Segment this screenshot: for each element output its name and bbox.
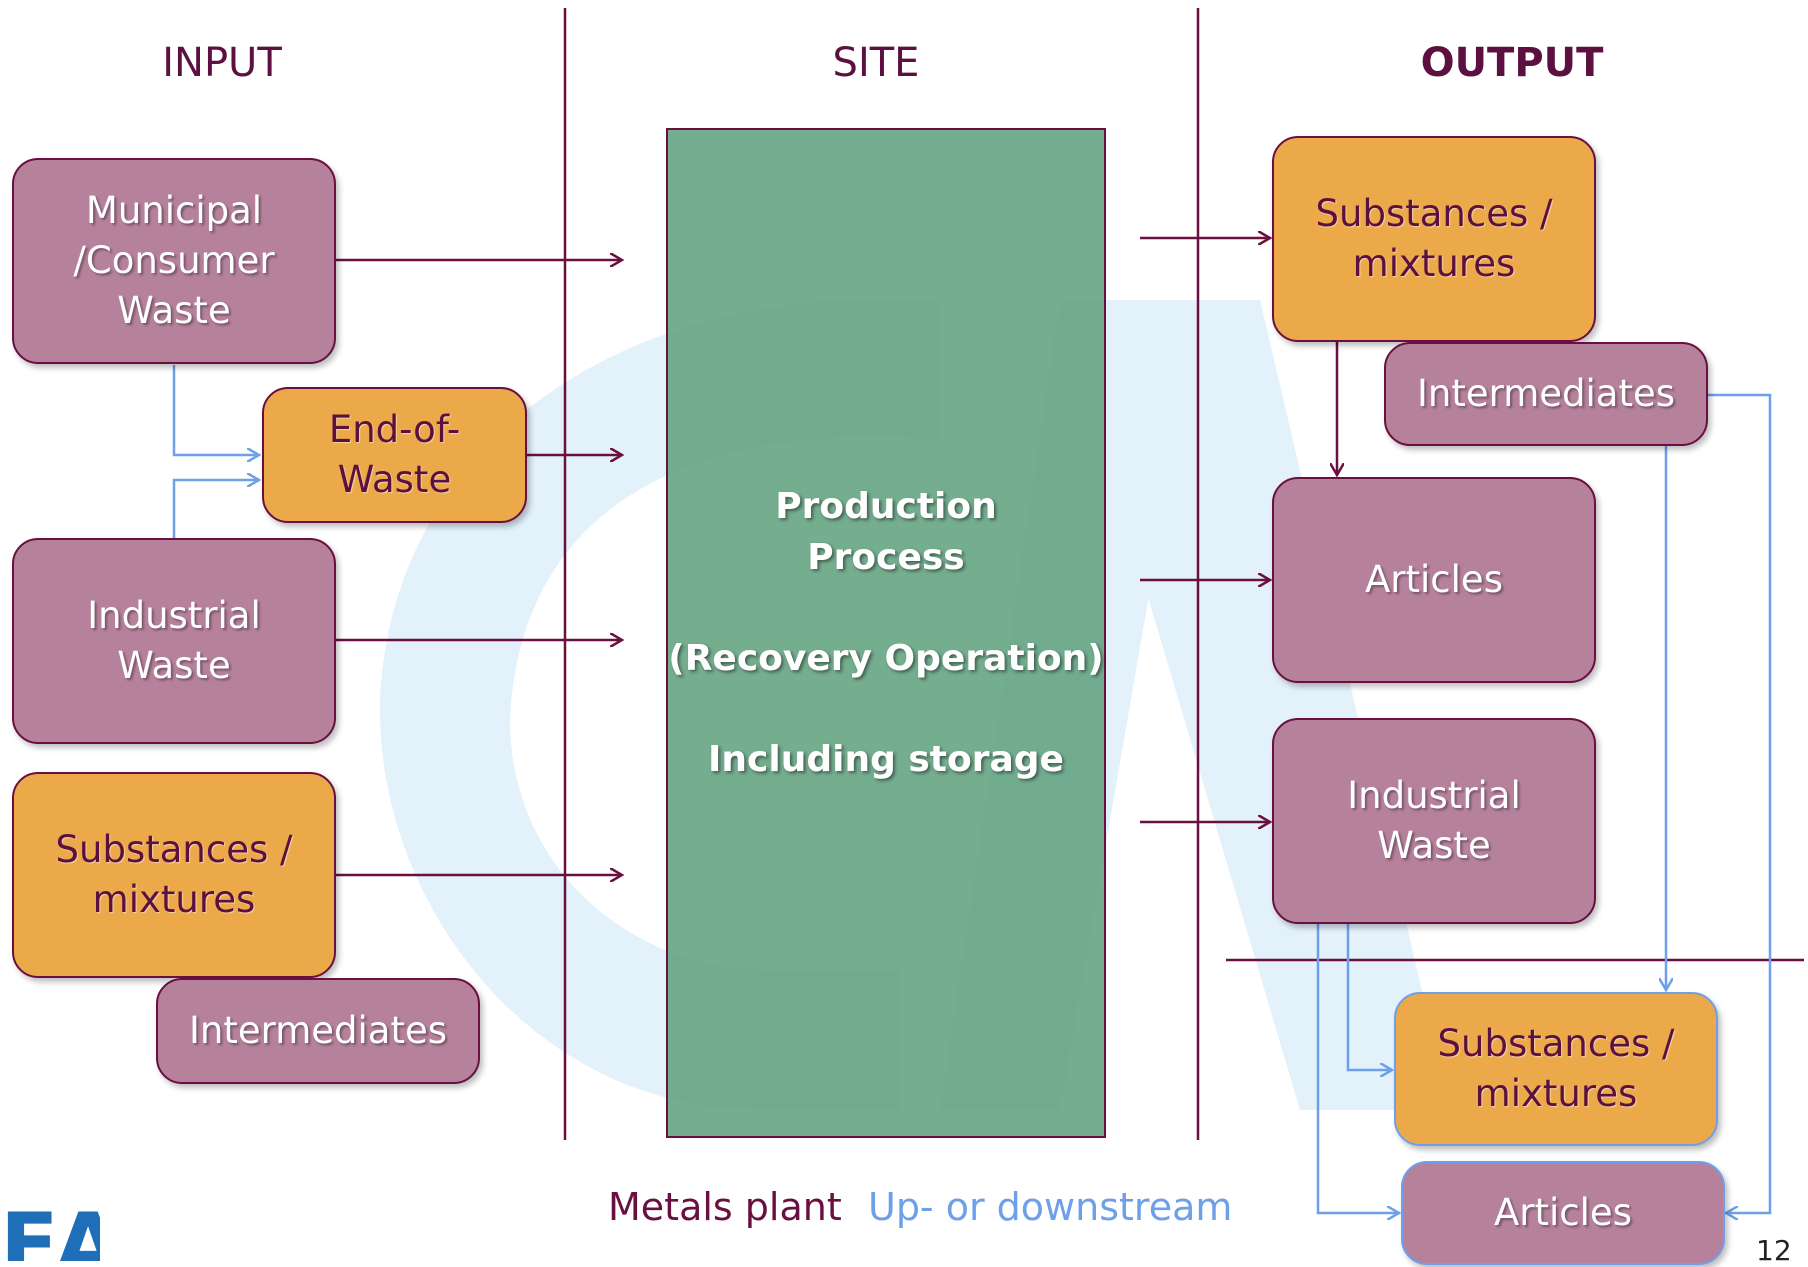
arrow-industrial-waste-to-downstream-articles bbox=[1316, 922, 1399, 1213]
downstream-substances-mixtures-box: Substances / mixtures bbox=[1394, 992, 1718, 1146]
legend-metals-plant: Metals plant bbox=[608, 1185, 842, 1229]
organization-logo: EA bbox=[0, 1200, 100, 1261]
input-substances-mixtures-box: Substances / mixtures bbox=[12, 772, 336, 978]
arrow-industrial-waste-to-downstream-substances bbox=[1346, 922, 1392, 1070]
legend-up-or-downstream: Up- or downstream bbox=[868, 1185, 1233, 1229]
process-line-process: Process bbox=[807, 536, 965, 578]
production-process-box: Production Process (Recovery Operation) … bbox=[666, 128, 1106, 1138]
output-substances-mixtures-box: Substances / mixtures bbox=[1272, 136, 1596, 342]
output-industrial-waste-box: Industrial Waste bbox=[1272, 718, 1596, 924]
input-end-of-waste-box: End-of- Waste bbox=[262, 387, 527, 523]
arrow-industrial-to-endofwaste bbox=[172, 480, 259, 538]
process-line-production: Production bbox=[775, 485, 997, 527]
input-municipal-waste-box: Municipal /Consumer Waste bbox=[12, 158, 336, 364]
process-line-recovery-operation: (Recovery Operation) bbox=[668, 638, 1104, 679]
arrow-municipal-to-endofwaste bbox=[172, 365, 259, 455]
header-input: INPUT bbox=[162, 40, 282, 86]
input-intermediates-box: Intermediates bbox=[156, 978, 480, 1084]
arrow-intermediates-to-downstream-articles bbox=[1708, 393, 1772, 1213]
output-intermediates-box: Intermediates bbox=[1384, 342, 1708, 446]
header-output: OUTPUT bbox=[1420, 40, 1604, 86]
downstream-articles-box: Articles bbox=[1401, 1161, 1725, 1265]
page-number: 12 bbox=[1756, 1234, 1792, 1267]
output-articles-box: Articles bbox=[1272, 477, 1596, 683]
process-line-storage: Including storage bbox=[708, 739, 1064, 781]
input-industrial-waste-box: Industrial Waste bbox=[12, 538, 336, 744]
header-site: SITE bbox=[832, 40, 920, 86]
